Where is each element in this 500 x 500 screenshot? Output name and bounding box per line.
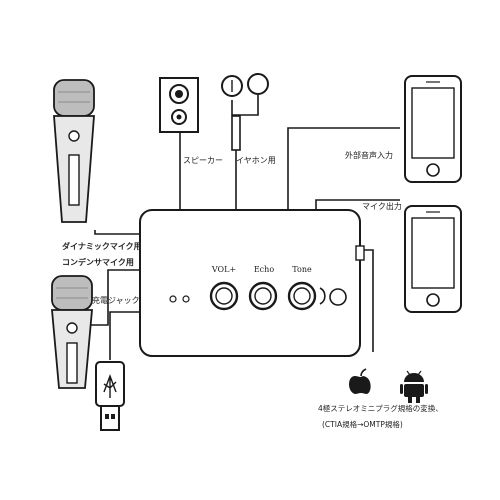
smartphone-output-icon (404, 205, 462, 313)
condenser-mic-label: コンデンサマイク用 (62, 257, 134, 267)
wire-dynamic-mic (94, 230, 140, 235)
wire-right-jack (360, 249, 374, 352)
usb-cable-icon (95, 361, 125, 431)
tone-knob[interactable] (287, 281, 317, 311)
wire-earphone-left (231, 100, 240, 116)
charge-jack-label: 充電ジャック (92, 295, 140, 305)
speaker-label: スピーカー (183, 156, 223, 165)
tone-label: Tone (292, 265, 312, 274)
earphone-label: イヤホン用 (236, 156, 276, 165)
wire-mic-out (315, 199, 400, 210)
plug-spec-label-line2: (CTIA規格→OMTP規格) (322, 419, 403, 429)
echo-label: Echo (254, 265, 274, 274)
led-indicator-2 (182, 295, 190, 303)
dynamic-mic-label: ダイナミックマイク用 (62, 241, 142, 251)
mode-button[interactable] (329, 288, 347, 306)
mixer-port-right (355, 245, 365, 261)
smartphone-icon (404, 75, 462, 183)
plug-spec-label-line1: 4極ステレオミニプラグ規格の変換、 (318, 403, 443, 413)
speaker-icon (159, 77, 199, 133)
vol-knob[interactable] (209, 281, 239, 311)
android-icon (400, 370, 428, 403)
wire-condenser-mic (90, 269, 140, 326)
microphone-icon (53, 79, 95, 223)
tone-indicator (319, 287, 326, 305)
condenser-microphone-icon (51, 275, 93, 389)
vol-label: VOL+ (211, 265, 236, 274)
mic-out-label: マイク出力 (362, 201, 402, 211)
wire-external-in (287, 127, 400, 210)
led-indicator-1 (169, 295, 177, 303)
apple-icon (349, 368, 371, 394)
echo-knob[interactable] (248, 281, 278, 311)
external-audio-in-label: 外部音声入力 (345, 150, 393, 160)
earphone-icon (221, 73, 269, 151)
mixer-body (139, 209, 361, 357)
wire-earphone-right (240, 95, 259, 116)
mixer-unit: VOL+ Echo Tone (139, 209, 365, 357)
wire-charge (109, 311, 140, 360)
